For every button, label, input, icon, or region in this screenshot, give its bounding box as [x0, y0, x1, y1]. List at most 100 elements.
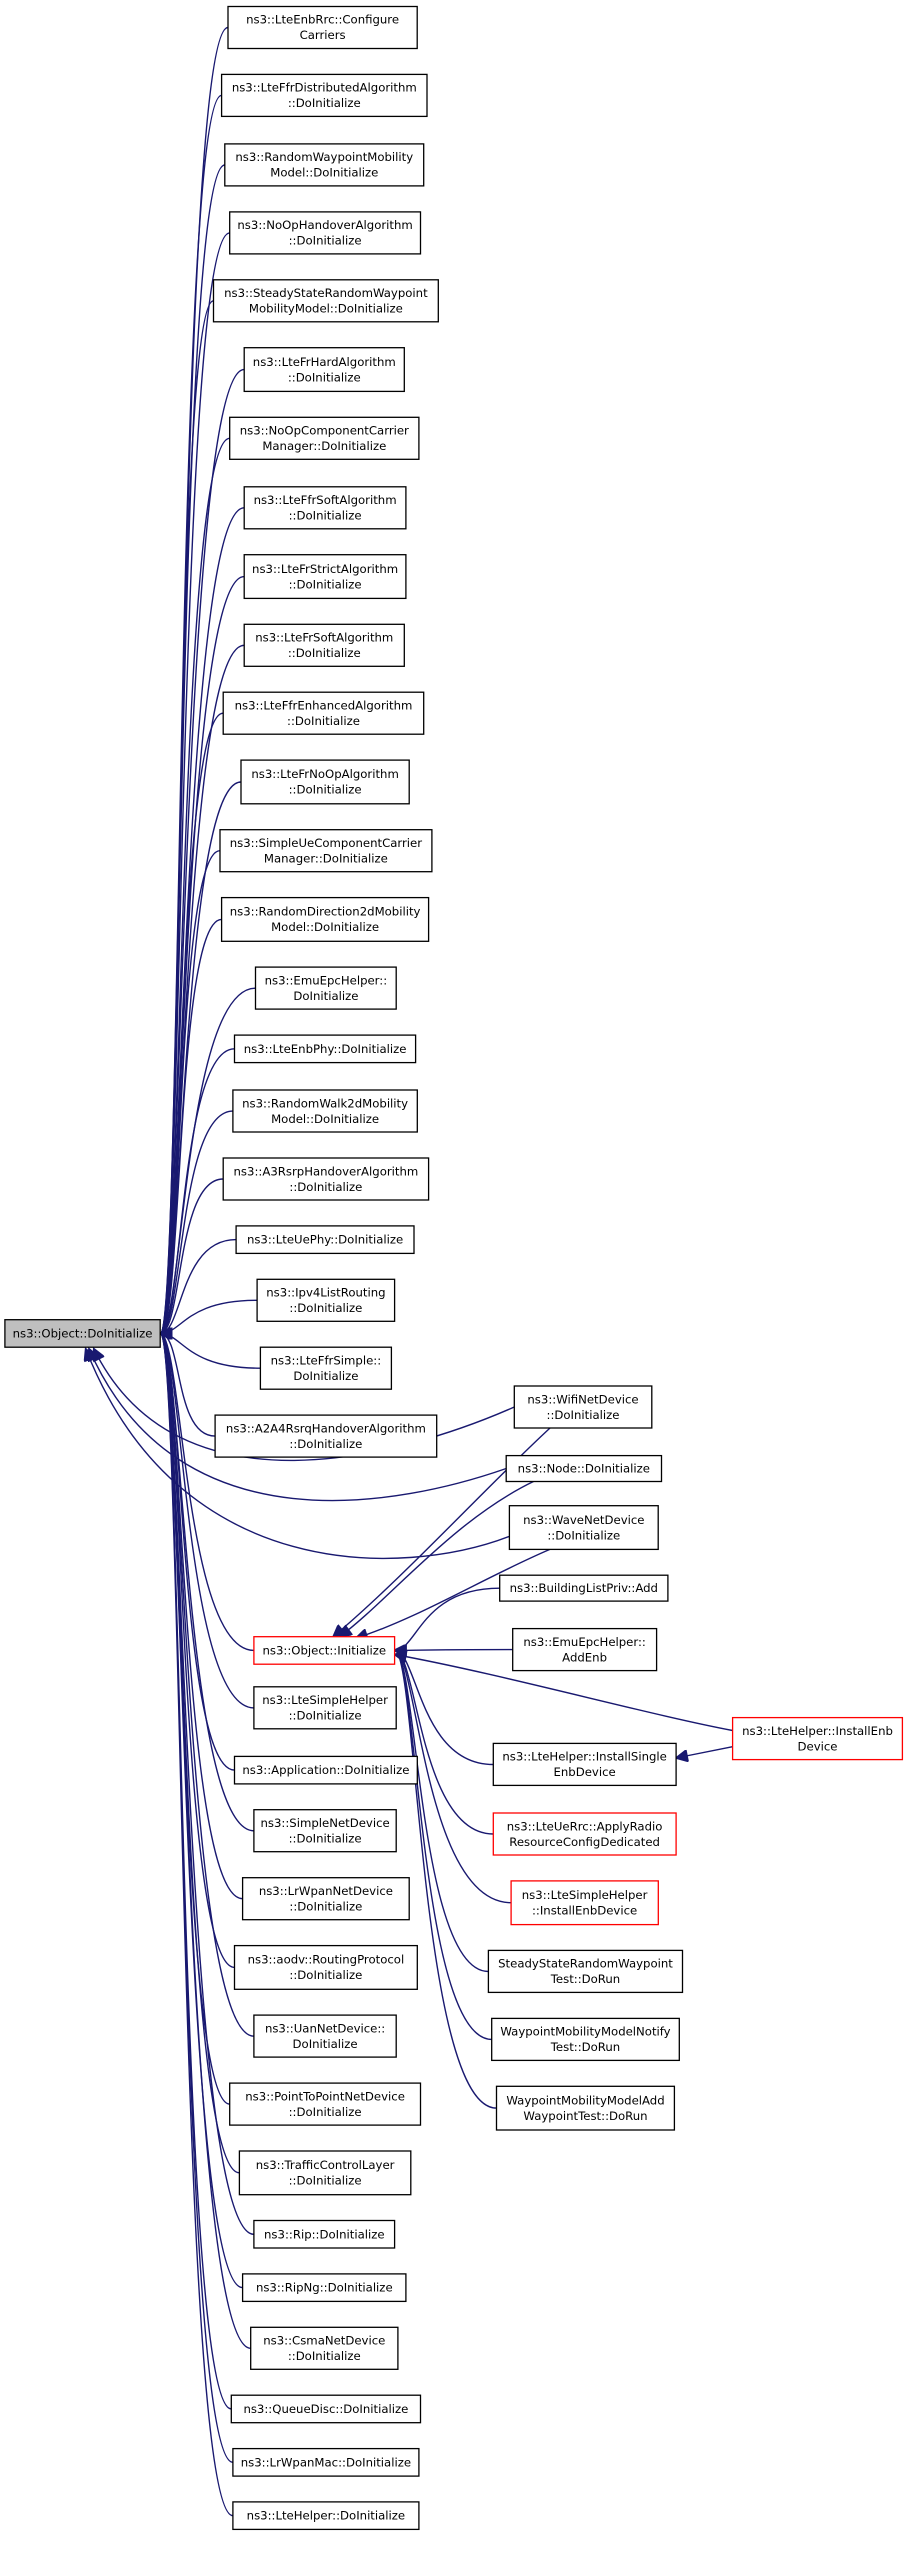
node-label-line: WaypointMobilityModelNotify — [500, 2025, 670, 2039]
node-label-line: ns3::LteHelper::InstallEnb — [742, 1724, 893, 1738]
node-box — [256, 1278, 396, 1322]
node-emu-epc-helper-add-enb[interactable]: ns3::EmuEpcHelper::AddEnb — [512, 1627, 658, 1672]
node-a2a4-rsrq-handover-algorithm-doinitialize[interactable]: ns3::A2A4RsrqHandoverAlgorithm::DoInitia… — [214, 1414, 438, 1458]
node-label-line: ::DoInitialize — [289, 1437, 362, 1451]
node-point-to-point-net-device-doinitialize[interactable]: ns3::PointToPointNetDevice::DoInitialize — [229, 2082, 422, 2126]
node-label-line: ns3::WaveNetDevice — [523, 1513, 644, 1527]
node-traffic-control-layer-doinitialize[interactable]: ns3::TrafficControlLayer::DoInitialize — [238, 2150, 412, 2196]
node-label-line: ns3::LteEnbPhy::DoInitialize — [244, 1042, 407, 1056]
node-lr-wpan-mac-doinitialize[interactable]: ns3::LrWpanMac::DoInitialize — [232, 2447, 420, 2477]
node-label-line: DoInitialize — [293, 989, 358, 1003]
node-label-line: ns3::LteEnbRrc::Configure — [246, 13, 399, 27]
node-label-line: ns3::SteadyStateRandomWaypoint — [224, 286, 428, 300]
node-a3-rsrp-handover-algorithm-doinitialize[interactable]: ns3::A3RsrpHandoverAlgorithm::DoInitiali… — [222, 1157, 430, 1201]
node-steady-state-random-waypoint-mobility-model-doinitialize[interactable]: ns3::SteadyStateRandomWaypointMobilityMo… — [212, 279, 439, 323]
node-simple-net-device-doinitialize[interactable]: ns3::SimpleNetDevice::DoInitialize — [253, 1809, 397, 1853]
edge-lte-enb-rrc-configure-carriers-to-object-doinitialize — [160, 26, 229, 1334]
node-object-doinitialize[interactable]: ns3::Object::DoInitialize — [4, 1319, 161, 1348]
node-label-line: ns3::EmuEpcHelper:: — [265, 973, 388, 987]
node-box — [233, 1034, 417, 1064]
node-csma-net-device-doinitialize[interactable]: ns3::CsmaNetDevice::DoInitialize — [250, 2326, 399, 2370]
node-random-direction2d-mobility-model-doinitialize[interactable]: ns3::RandomDirection2dMobilityModel::DoI… — [220, 896, 430, 942]
node-queue-disc-doinitialize[interactable]: ns3::QueueDisc::DoInitialize — [230, 2394, 422, 2424]
node-random-waypoint-mobility-model-doinitialize[interactable]: ns3::RandomWaypointMobilityModel::DoInit… — [224, 143, 425, 187]
node-random-walk2d-mobility-model-doinitialize[interactable]: ns3::RandomWalk2dMobilityModel::DoInitia… — [232, 1089, 418, 1133]
node-noop-handover-algorithm-doinitialize[interactable]: ns3::NoOpHandoverAlgorithm::DoInitialize — [229, 211, 422, 255]
edge-building-list-priv-add-to-object-initialize — [395, 1587, 500, 1650]
node-label-line: ::DoInitialize — [289, 234, 362, 248]
node-label-line: DoInitialize — [293, 1369, 358, 1383]
node-label-line: ns3::LrWpanNetDevice — [259, 1884, 393, 1898]
node-lte-ue-rrc-apply-radio-resource-config-dedicated[interactable]: ns3::LteUeRrc::ApplyRadioResourceConfigD… — [492, 1812, 677, 1856]
node-lte-ffr-distributed-algorithm-doinitialize[interactable]: ns3::LteFfrDistributedAlgorithm::DoIniti… — [220, 73, 428, 118]
node-application-doinitialize[interactable]: ns3::Application::DoInitialize — [233, 1755, 418, 1785]
node-box — [250, 2326, 399, 2370]
node-lte-fr-hard-algorithm-doinitialize[interactable]: ns3::LteFrHardAlgorithm::DoInitialize — [243, 347, 405, 393]
node-label-line: ns3::LteUePhy::DoInitialize — [247, 1233, 403, 1247]
node-object-initialize[interactable]: ns3::Object::Initialize — [253, 1636, 396, 1665]
node-lte-ffr-simple-doinitialize[interactable]: ns3::LteFfrSimple::DoInitialize — [259, 1346, 393, 1390]
node-ipv4-list-routing-doinitialize[interactable]: ns3::Ipv4ListRouting::DoInitialize — [256, 1278, 396, 1322]
node-ripng-doinitialize[interactable]: ns3::RipNg::DoInitialize — [241, 2273, 407, 2303]
node-lte-ffr-soft-algorithm-doinitialize[interactable]: ns3::LteFfrSoftAlgorithm::DoInitialize — [243, 486, 407, 530]
node-label-line: ::DoInitialize — [289, 1180, 362, 1194]
node-uan-net-device-doinitialize[interactable]: ns3::UanNetDevice::DoInitialize — [253, 2014, 397, 2058]
node-simple-ue-component-carrier-manager-doinitialize[interactable]: ns3::SimpleUeComponentCarrierManager::Do… — [219, 829, 433, 873]
node-box — [229, 416, 420, 460]
node-rip-doinitialize[interactable]: ns3::Rip::DoInitialize — [253, 2219, 396, 2249]
node-lte-fr-noop-algorithm-doinitialize[interactable]: ns3::LteFrNoOpAlgorithm::DoInitialize — [240, 759, 410, 805]
node-node-doinitialize[interactable]: ns3::Node::DoInitialize — [505, 1454, 663, 1483]
node-waypoint-mobility-model-add-waypoint-test-dorun[interactable]: WaypointMobilityModelAddWaypointTest::Do… — [495, 2085, 676, 2131]
node-box — [232, 1089, 418, 1133]
node-label-line: ns3::TrafficControlLayer — [256, 2158, 395, 2172]
node-wifi-net-device-doinitialize[interactable]: ns3::WifiNetDevice::DoInitialize — [513, 1385, 653, 1429]
node-box — [513, 1385, 653, 1429]
node-label-line: Manager::DoInitialize — [262, 439, 386, 453]
node-label-line: Test::DoRun — [550, 2040, 620, 2054]
node-label-line: ns3::LteUeRrc::ApplyRadio — [507, 1819, 663, 1833]
node-lte-fr-soft-algorithm-doinitialize[interactable]: ns3::LteFrSoftAlgorithm::DoInitialize — [243, 623, 405, 667]
node-label-line: ::DoInitialize — [289, 783, 362, 797]
node-label-line: ns3::LteFfrEnhancedAlgorithm — [235, 699, 413, 713]
node-label-line: ns3::Node::DoInitialize — [518, 1462, 650, 1476]
edge-lte-helper-doinitialize-to-object-doinitialize — [160, 1334, 234, 2517]
node-box — [241, 2273, 407, 2303]
node-label-line: ::DoInitialize — [289, 1899, 362, 1913]
node-label-line: ns3::LteFfrDistributedAlgorithm — [232, 81, 417, 95]
node-label-line: Test::DoRun — [550, 1972, 620, 1986]
node-box — [232, 2447, 420, 2477]
node-lte-simple-helper-doinitialize[interactable]: ns3::LteSimpleHelper::DoInitialize — [253, 1686, 397, 1730]
node-lte-simple-helper-install-enb-device[interactable]: ns3::LteSimpleHelper::InstallEnbDevice — [510, 1880, 659, 1926]
node-lte-fr-strict-algorithm-doinitialize[interactable]: ns3::LteFrStrictAlgorithm::DoInitialize — [243, 554, 407, 600]
node-lte-ffr-enhanced-algorithm-doinitialize[interactable]: ns3::LteFfrEnhancedAlgorithm::DoInitiali… — [222, 691, 425, 735]
node-box — [492, 1742, 677, 1787]
node-label-line: ns3::LteSimpleHelper — [522, 1888, 648, 1902]
node-lte-enb-phy-doinitialize[interactable]: ns3::LteEnbPhy::DoInitialize — [233, 1034, 417, 1064]
edge-lte-ue-rrc-apply-radio-resource-config-dedicated-to-object-initialize — [395, 1650, 494, 1835]
node-lte-ue-phy-doinitialize[interactable]: ns3::LteUePhy::DoInitialize — [235, 1225, 415, 1255]
node-lr-wpan-net-device-doinitialize[interactable]: ns3::LrWpanNetDevice::DoInitialize — [241, 1877, 410, 1921]
node-label-line: MobilityModel::DoInitialize — [249, 302, 403, 316]
node-label-line: ns3::NoOpHandoverAlgorithm — [237, 218, 412, 232]
node-aodv-routing-protocol-doinitialize[interactable]: ns3::aodv::RoutingProtocol::DoInitialize — [233, 1944, 418, 1990]
node-emu-epc-helper-doinitialize[interactable]: ns3::EmuEpcHelper::DoInitialize — [254, 966, 397, 1010]
node-noop-component-carrier-manager-doinitialize[interactable]: ns3::NoOpComponentCarrierManager::DoInit… — [229, 416, 420, 460]
node-box — [510, 1880, 659, 1926]
node-box — [253, 1636, 396, 1665]
edge-steady-state-random-waypoint-mobility-model-doinitialize-to-object-doinitialize — [160, 300, 215, 1334]
node-lte-helper-doinitialize[interactable]: ns3::LteHelper::DoInitialize — [232, 2501, 420, 2531]
node-box — [222, 691, 425, 735]
node-label-line: ns3::RandomWalk2dMobility — [242, 1096, 408, 1110]
node-lte-helper-install-enb-device[interactable]: ns3::LteHelper::InstallEnbDevice — [731, 1716, 904, 1761]
node-box — [492, 1812, 677, 1856]
node-wave-net-device-doinitialize[interactable]: ns3::WaveNetDevice::DoInitialize — [508, 1505, 659, 1551]
node-box — [243, 347, 405, 393]
node-building-list-priv-add[interactable]: ns3::BuildingListPriv::Add — [499, 1574, 669, 1602]
node-label-line: EnbDevice — [554, 1765, 616, 1779]
node-box — [235, 1225, 415, 1255]
